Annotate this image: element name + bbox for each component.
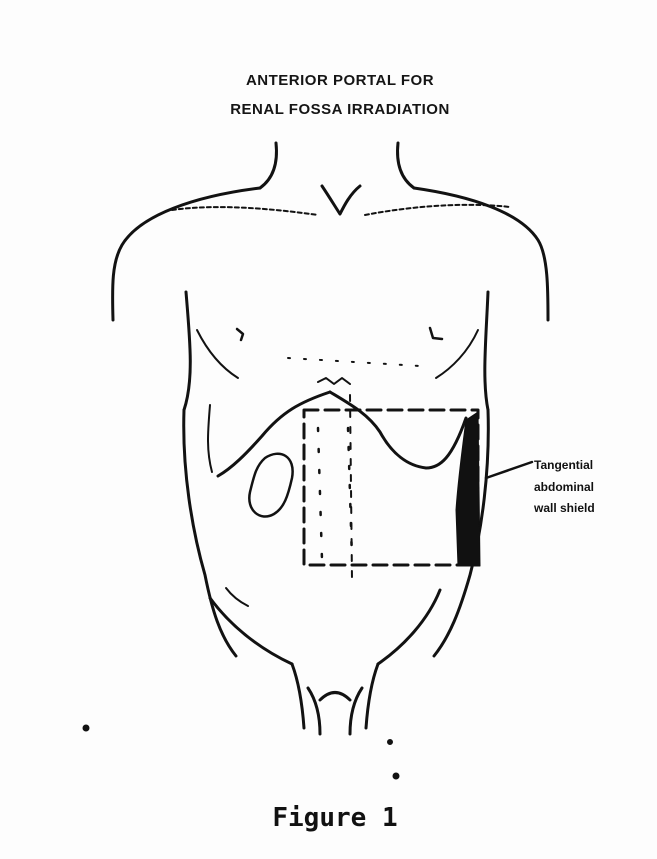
spine-dots-left xyxy=(318,428,322,560)
right-nipple xyxy=(430,328,442,339)
right-leg-outline xyxy=(366,664,378,728)
right-shoulder-arm xyxy=(414,188,548,320)
left-iliac-line xyxy=(226,588,248,606)
speck xyxy=(389,741,392,744)
callout-leader-line xyxy=(486,462,532,478)
chest-dotted-line xyxy=(288,358,420,366)
left-clavicle xyxy=(172,207,318,215)
costal-margin-left xyxy=(218,392,330,476)
figure-caption: Figure 1 xyxy=(240,803,430,833)
xiphoid-marks xyxy=(318,378,350,384)
left-pectoral xyxy=(197,330,238,378)
speck xyxy=(84,726,88,730)
left-nipple xyxy=(237,329,243,340)
neck-left-line xyxy=(260,143,276,188)
torso-left-side xyxy=(184,292,190,410)
suprasternal-notch xyxy=(322,186,360,214)
rib-line-1 xyxy=(208,405,212,472)
shield-callout-line-1: Tangential xyxy=(534,454,593,476)
neck-right-line xyxy=(398,143,414,188)
left-leg-outline xyxy=(292,664,304,728)
speck xyxy=(394,774,398,778)
torso-right-side xyxy=(485,292,488,410)
shield-callout-line-3: wall shield xyxy=(534,497,595,519)
kidney-outline xyxy=(249,454,292,517)
renal-portal-field xyxy=(304,410,478,565)
right-pectoral xyxy=(436,330,478,378)
right-inguinal-line xyxy=(378,590,440,664)
shield-callout-line-2: abdominal xyxy=(534,476,594,498)
genital-outline xyxy=(308,688,362,734)
